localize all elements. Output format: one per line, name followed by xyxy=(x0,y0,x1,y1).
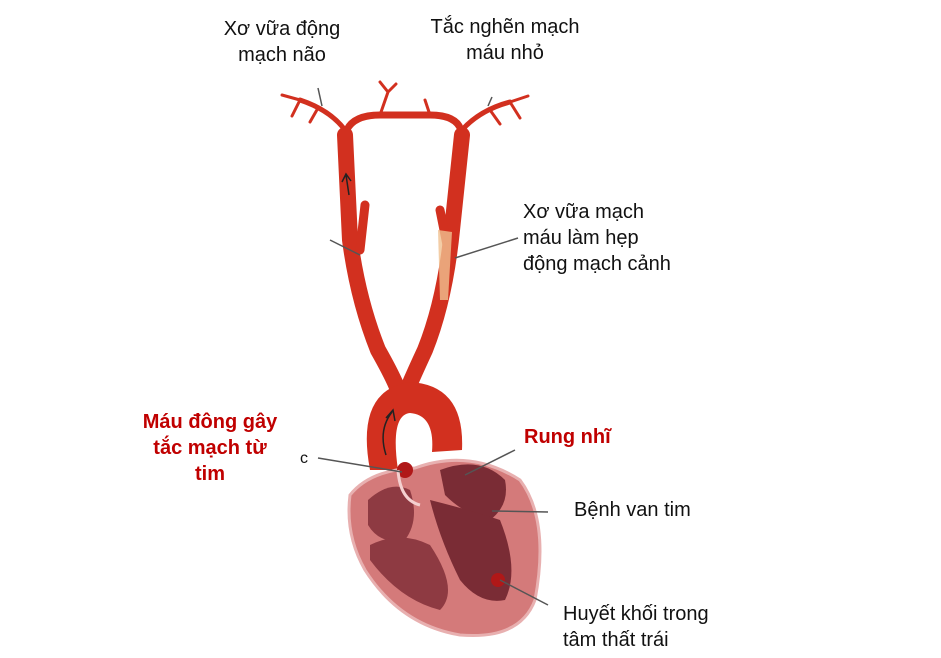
label-atrial-fibrillation: Rung nhĩ xyxy=(524,426,611,448)
label-line: tắc mạch từ xyxy=(153,437,267,459)
clot xyxy=(397,462,413,478)
lv-thrombus xyxy=(491,573,505,587)
leader-lines xyxy=(317,87,549,606)
label-line: Máu đông gây xyxy=(142,411,278,433)
cerebral-arteries xyxy=(280,80,530,139)
heart xyxy=(347,458,542,638)
flow-arrow-carotid xyxy=(341,172,352,196)
label-line: Xơ vữa động xyxy=(223,18,341,40)
label-line: tâm thất trái xyxy=(563,629,669,651)
label-line: máu làm hẹp xyxy=(523,227,639,249)
label-cerebral-atherosclerosis: Xơ vữa động mạch não xyxy=(224,16,341,68)
label-line: Huyết khối trong xyxy=(563,603,709,625)
label-line: tim xyxy=(194,463,225,485)
carotid-plaque xyxy=(438,230,452,300)
label-carotid-stenosis: Xơ vữa mạch máu làm hẹp động mạch cảnh xyxy=(523,199,671,277)
label-clot-marker: c xyxy=(300,450,308,467)
label-line: máu nhỏ xyxy=(466,42,544,64)
label-valve-disease: Bệnh van tim xyxy=(574,499,691,521)
label-lv-thrombus: Huyết khối trong tâm thất trái xyxy=(563,601,709,653)
label-line: Tắc nghẽn mạch xyxy=(430,16,580,38)
label-line: mạch não xyxy=(238,44,326,66)
label-cardioembolism: Máu đông gây tắc mạch từ tim xyxy=(143,409,277,487)
label-line: động mạch cảnh xyxy=(523,253,671,275)
label-small-vessel-occlusion: Tắc nghẽn mạch máu nhỏ xyxy=(431,14,580,66)
label-line: Xơ vữa mạch xyxy=(523,201,644,223)
aortic-arch xyxy=(366,382,463,470)
